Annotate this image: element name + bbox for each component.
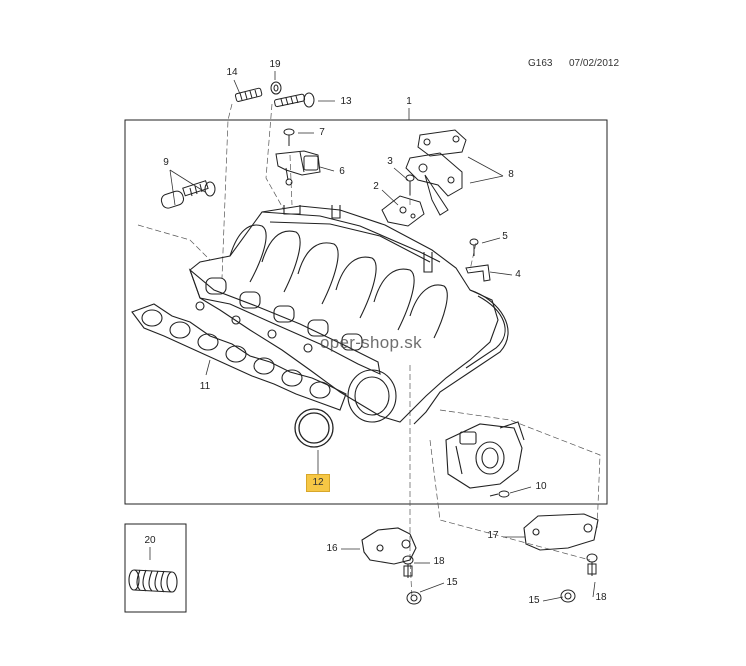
callout-16[interactable]: 16 [326, 543, 338, 554]
diagram-date: 07/02/2012 [569, 58, 620, 69]
callout-18-right[interactable]: 18 [595, 592, 607, 603]
part-9 [160, 180, 216, 209]
intake-manifold [188, 205, 509, 425]
throttle-body [445, 421, 525, 489]
callout-9[interactable]: 9 [163, 157, 169, 168]
screw-3 [405, 174, 415, 195]
screw-10 [489, 490, 510, 498]
watermark: oper-shop.sk [320, 333, 422, 352]
ports [195, 277, 363, 353]
nut-15-left [406, 591, 422, 605]
accessory-frame [124, 523, 187, 613]
bracket-2 [381, 195, 425, 227]
sensor-6 [275, 150, 321, 186]
callout-18-left[interactable]: 18 [433, 556, 445, 567]
callout-14[interactable]: 14 [226, 67, 238, 78]
clip-4 [465, 264, 491, 282]
callout-8[interactable]: 8 [508, 169, 514, 180]
bolt-18-left [402, 555, 414, 578]
nut-19 [270, 81, 282, 95]
stud-14 [234, 87, 263, 102]
top-fasteners [234, 81, 315, 108]
screw-7 [283, 128, 295, 146]
assembly-frame [124, 119, 608, 505]
callout-13[interactable]: 13 [340, 96, 352, 107]
callout-1[interactable]: 1 [406, 96, 412, 107]
callout-5[interactable]: 5 [502, 231, 508, 242]
callout-4[interactable]: 4 [515, 269, 521, 280]
callout-2[interactable]: 2 [373, 181, 379, 192]
nut-15-right [560, 589, 576, 603]
throttle-opening [347, 369, 397, 423]
callout-10[interactable]: 10 [535, 481, 547, 492]
leader-lines [149, 71, 596, 602]
callout-3[interactable]: 3 [387, 156, 393, 167]
callout-6[interactable]: 6 [339, 166, 345, 177]
callout-7[interactable]: 7 [319, 127, 325, 138]
callout-12-selected[interactable]: 12 [306, 474, 330, 492]
bolt-18-right [586, 553, 598, 576]
bracket-17 [523, 513, 599, 551]
callout-17[interactable]: 17 [487, 530, 499, 541]
flange-8 [405, 129, 467, 216]
bolt-13 [274, 92, 315, 108]
o-ring-12 [294, 408, 334, 448]
callout-20[interactable]: 20 [144, 535, 156, 546]
screw-5 [469, 238, 479, 256]
callout-15-left[interactable]: 15 [446, 577, 458, 588]
callout-19[interactable]: 19 [269, 59, 281, 70]
callout-15-right[interactable]: 15 [528, 595, 540, 606]
alignment-lines [137, 103, 601, 599]
gasket-11 [131, 303, 347, 411]
bracket-16 [361, 527, 417, 565]
callout-11[interactable]: 11 [199, 381, 211, 392]
hose-20 [128, 569, 178, 593]
diagram-code: G163 [528, 58, 553, 69]
